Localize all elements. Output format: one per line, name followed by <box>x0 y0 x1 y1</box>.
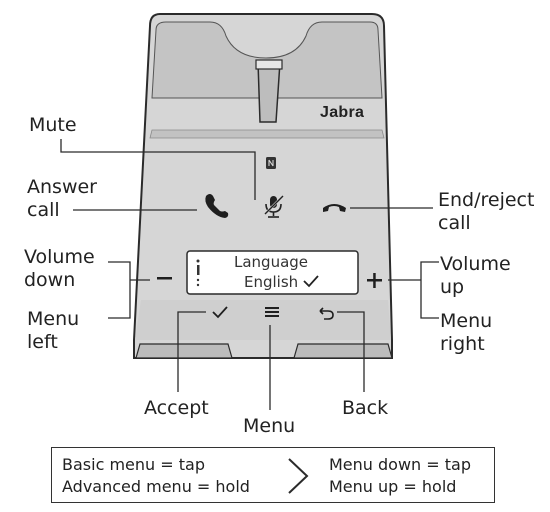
label-volume-down-line1: Volume <box>24 246 95 268</box>
volume-up-icon <box>367 273 382 288</box>
accept-icon <box>212 306 228 319</box>
label-menu-left-line1: Menu <box>27 308 80 330</box>
leader-lines <box>60 139 439 410</box>
answer-call-icon <box>205 194 229 218</box>
label-menu: Menu <box>243 415 296 437</box>
mute-icon <box>264 195 284 218</box>
lcd-line-2: English <box>244 273 299 291</box>
lcd-display <box>186 250 359 295</box>
label-mute: Mute <box>29 114 77 136</box>
upper-band <box>149 129 385 139</box>
scroll-indicator-icon <box>196 259 200 287</box>
bottom-foot-left <box>135 343 233 359</box>
label-menu-left-line2: left <box>27 331 58 353</box>
label-menu-right-line2: right <box>440 333 485 355</box>
legend-chevron-icon <box>288 458 309 494</box>
legend-basic: Basic menu = tap <box>62 455 205 474</box>
selected-check-icon <box>303 275 319 288</box>
legend-down: Menu down = tap <box>329 455 471 474</box>
headset-post-top <box>255 59 283 70</box>
brand-logo: Jabra <box>320 104 365 121</box>
label-volume-down-line2: down <box>24 269 76 291</box>
volume-down-icon <box>157 277 172 280</box>
label-answer-line1: Answer <box>27 176 97 198</box>
lcd-line-1: Language <box>234 253 309 271</box>
menu-icon <box>265 307 279 317</box>
label-menu-right-line1: Menu <box>440 310 493 332</box>
legend-box <box>51 447 495 503</box>
label-accept: Accept <box>144 397 209 419</box>
headset-post <box>257 61 281 123</box>
lower-panel <box>135 300 391 340</box>
end-call-icon <box>323 204 346 212</box>
label-end-line2: call <box>438 212 471 234</box>
label-answer-line2: call <box>27 199 60 221</box>
label-volume-up-line1: Volume <box>440 253 511 275</box>
bottom-foot-right <box>293 343 393 359</box>
label-back: Back <box>342 397 389 419</box>
legend-up: Menu up = hold <box>329 477 457 496</box>
label-volume-up-line2: up <box>440 276 465 298</box>
legend-advanced: Advanced menu = hold <box>62 477 250 496</box>
back-icon <box>319 307 334 320</box>
nfc-icon <box>266 157 276 169</box>
label-end-line1: End/reject <box>438 189 535 211</box>
